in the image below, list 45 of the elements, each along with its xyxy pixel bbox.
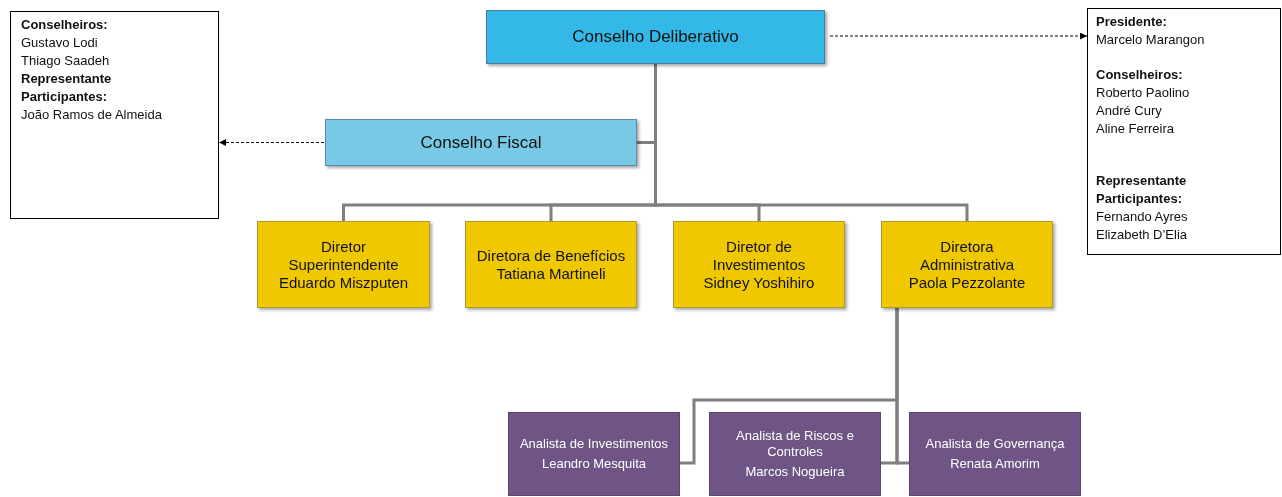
member-heading: Conselheiros: xyxy=(21,16,109,34)
member-name: Thiago Saadeh xyxy=(21,52,111,70)
member-name: Aline Ferreira xyxy=(1096,120,1176,138)
person-name: Renata Amorim xyxy=(950,456,1040,472)
member-name: Marcelo Marangon xyxy=(1096,31,1206,49)
role-title: Conselho Deliberativo xyxy=(572,26,739,49)
member-name: Fernando Ayres xyxy=(1096,208,1189,226)
person-name: Tatiana Martineli xyxy=(496,264,606,283)
council-box xyxy=(325,119,637,166)
council-box xyxy=(486,10,825,64)
role-title: Analista de Governança xyxy=(925,436,1065,452)
director-box xyxy=(465,221,637,308)
member-heading: Representante Participantes: xyxy=(1096,172,1188,208)
person-name: Leandro Mesquita xyxy=(541,456,647,472)
member-list-box xyxy=(1087,8,1281,255)
member-name: João Ramos de Almeida xyxy=(21,106,163,124)
director-box xyxy=(881,221,1053,308)
role-title: Diretor Superintendente xyxy=(287,237,400,274)
person-name: Marcos Nogueira xyxy=(745,464,845,480)
dashed-arrow xyxy=(218,139,325,146)
member-list-box xyxy=(10,11,219,219)
role-title: Diretor de Investimentos xyxy=(711,237,807,274)
member-name: Gustavo Lodi xyxy=(21,34,99,52)
director-box xyxy=(673,221,845,308)
director-box xyxy=(257,221,430,308)
role-title: Diretora Administrativa xyxy=(918,237,1016,274)
connector-line xyxy=(895,308,909,465)
analyst-box xyxy=(909,412,1081,496)
connector-line xyxy=(654,64,969,221)
member-name: André Cury xyxy=(1096,102,1163,120)
person-name: Paola Pezzolante xyxy=(908,273,1026,292)
analyst-box xyxy=(508,412,680,496)
dashed-arrow xyxy=(829,32,1088,40)
role-title: Diretora de Benefícios xyxy=(476,246,626,265)
role-title: Conselho Fiscal xyxy=(420,131,542,154)
role-title: Analista de Investimentos xyxy=(519,436,669,452)
analyst-box xyxy=(709,412,881,496)
member-name: Elizabeth D’Elia xyxy=(1096,226,1189,244)
member-heading: Presidente: xyxy=(1096,13,1168,31)
role-title: Analista de Riscos e Controles xyxy=(735,428,855,460)
member-heading: Conselheiros: xyxy=(1096,66,1184,84)
member-heading: Representante Participantes: xyxy=(21,70,113,106)
member-name: Roberto Paolino xyxy=(1096,84,1191,102)
person-name: Sidney Yoshihiro xyxy=(703,273,815,292)
person-name: Eduardo Miszputen xyxy=(278,273,409,292)
